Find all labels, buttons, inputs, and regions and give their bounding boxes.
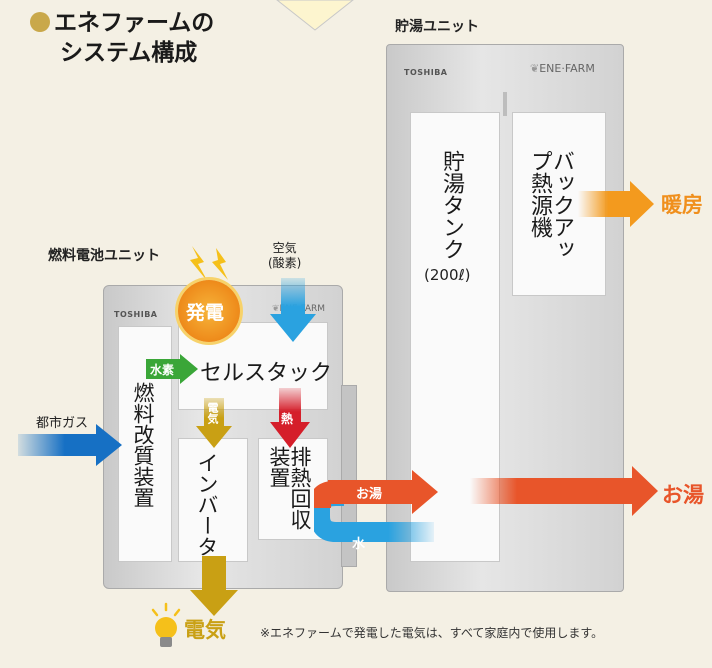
water-label: 水 <box>352 537 366 552</box>
storage-logo: ❦ENE·FARM <box>530 62 595 75</box>
electricity-arrow-small <box>196 398 232 448</box>
air-arrow <box>270 278 316 342</box>
fuel-cell-unit-label: 燃料電池ユニット <box>48 248 160 264</box>
light-bulb-icon <box>151 602 181 647</box>
electricity-output-arrow <box>190 556 238 616</box>
hot-water-arrow <box>470 466 658 516</box>
fuel-processor-text: 燃料改質装置 <box>131 382 155 508</box>
backup-heater-text: バックアップ熱源機 <box>527 150 574 260</box>
storage-unit-label: 貯湯ユニット <box>395 19 479 35</box>
city-gas-label: 都市ガス <box>36 416 89 431</box>
electricity-label: 電気 <box>184 618 226 642</box>
storage-tank-text: 貯湯タンク <box>439 150 464 260</box>
page-title: エネファームの システム構成 <box>30 8 214 68</box>
loop-arrows <box>314 470 438 542</box>
bullet-icon <box>30 12 50 32</box>
fuel-cell-brand: TOSHIBA <box>114 310 158 319</box>
storage-brand: TOSHIBA <box>404 68 448 77</box>
heat-recovery-text: 排熱回収装置 <box>267 446 312 530</box>
storage-capacity: (200ℓ) <box>424 266 471 284</box>
heating-arrow <box>578 181 654 227</box>
power-generation-badge <box>178 280 240 342</box>
hot-water-label: お湯 <box>662 483 704 507</box>
top-decoration <box>276 0 354 31</box>
city-gas-arrow <box>18 424 122 466</box>
hot-water-small-label: お湯 <box>356 487 383 502</box>
leaf-icon: ❦ <box>530 62 540 75</box>
cell-stack-text: セルスタック <box>200 361 333 386</box>
power-generation-label: 発電 <box>186 302 225 324</box>
heat-arrow <box>270 388 310 448</box>
electricity-small-label: 電気 <box>206 402 219 424</box>
fuel-cell-side <box>341 385 357 567</box>
hydrogen-label: 水素 <box>150 363 175 377</box>
heat-small-label: 熱 <box>281 412 294 426</box>
storage-divider <box>503 92 507 116</box>
heating-label: 暖房 <box>661 193 703 217</box>
air-label: 空気 (酸素) <box>268 241 302 270</box>
hydrogen-arrow <box>146 354 198 384</box>
leaf-icon: ❦ <box>272 304 280 314</box>
lightning-icon <box>190 246 228 282</box>
footnote: ※エネファームで発電した電気は、すべて家庭内で使用します。 <box>260 626 604 640</box>
